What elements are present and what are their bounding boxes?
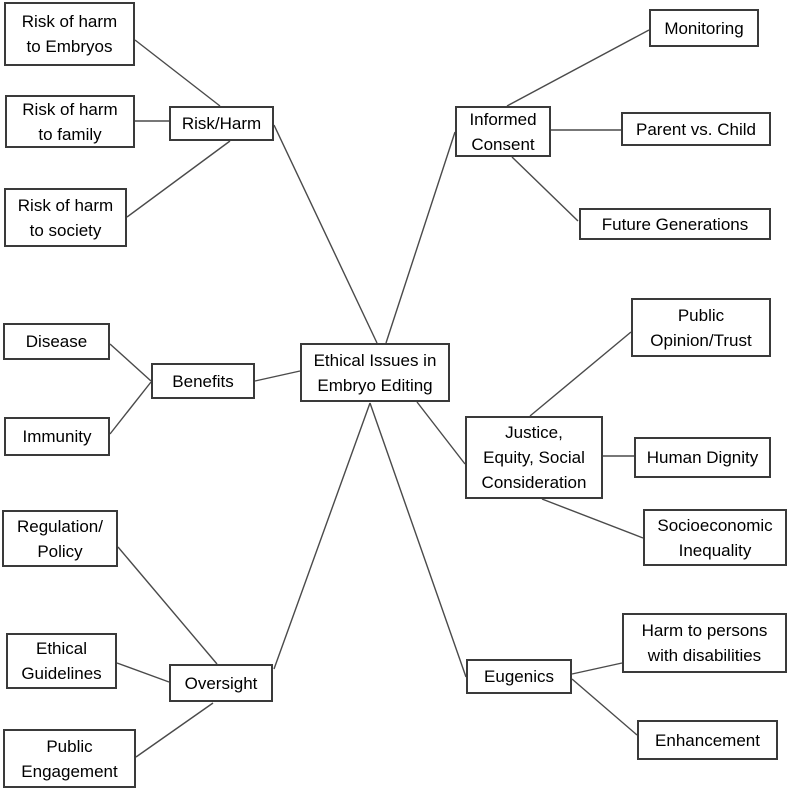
edge-justice-to-public-opinion [529,331,632,417]
node-risk-harm-label-line: Risk/Harm [181,114,262,133]
node-immunity-label-line: Immunity [22,427,92,446]
node-disease-label-line: Disease [25,332,88,351]
node-immunity: Immunity [4,417,110,456]
node-enhancement: Enhancement [637,720,778,760]
edge-justice-to-central [416,401,466,465]
node-public-engagement-label-line: Engagement [21,761,118,781]
node-central: Ethical Issues in Embryo Editing [300,343,450,402]
node-justice-label-line: Justice, [505,423,563,442]
node-future-generations: Future Generations [579,208,771,240]
node-benefits: Benefits [151,363,255,399]
node-regulation-policy: Regulation/Policy [2,510,118,567]
node-regulation-policy-label-line: Policy [37,541,83,561]
edge-eugenics-to-enhancement [571,678,638,736]
edge-informed-consent-to-monitoring [506,29,650,107]
node-future-generations-label-line: Future Generations [601,214,749,234]
edge-risk-embryos-to-risk-harm [134,39,221,107]
node-justice-label-line: Consideration [481,473,587,492]
node-human-dignity-label-line: Human Dignity [646,448,759,467]
node-central-label-line: Embryo Editing [317,375,433,395]
edge-informed-consent-to-future-generations [511,156,579,222]
edge-immunity-to-benefits [109,381,152,435]
edge-eugenics-to-harm-disabilities [571,662,623,675]
node-oversight-label-line: Oversight [184,673,258,693]
node-central-label-line: Ethical Issues in [313,350,437,370]
node-public-opinion-label-line: Public [677,305,725,325]
edge-disease-to-benefits [109,343,152,382]
edge-regulation-policy-to-oversight [117,546,218,665]
node-risk-society-label-line: to society [29,220,102,240]
node-risk-family-label-line: Risk of harm [22,99,118,119]
node-monitoring: Monitoring [649,9,759,47]
node-regulation-policy-label-line: Regulation/ [16,516,103,536]
node-informed-consent-label-line: Informed [469,109,537,129]
node-risk-family-label-line: to family [38,124,102,144]
node-risk-embryos-label-line: Risk of harm [21,12,118,31]
node-public-opinion-label-line: Opinion/Trust [650,330,752,350]
node-human-dignity: Human Dignity [634,437,771,478]
node-enhancement-label-line: Enhancement [655,730,760,750]
node-disease: Disease [3,323,110,360]
node-informed-consent-label-line: Consent [471,134,535,154]
node-ethical-guidelines-label-line: Ethical [35,639,88,658]
edge-benefits-to-central [254,370,301,382]
edge-ethical-guidelines-to-oversight [116,662,170,683]
node-oversight: Oversight [169,664,273,702]
node-risk-society-label-line: Risk of harm [17,195,114,215]
node-harm-disabilities: Harm to persons with disabilities [622,613,787,673]
node-risk-family: Risk of harm to family [5,95,135,148]
edge-public-engagement-to-oversight [135,702,214,758]
node-harm-disabilities-label-line: Harm to persons [641,621,768,640]
edge-oversight-to-central [273,402,371,670]
edge-risk-harm-to-central [273,124,378,344]
node-risk-embryos: Risk of harm to Embryos [4,2,135,66]
node-justice-label-line: Equity, Social [483,448,585,467]
node-socioeconomic-label-line: Socioeconomic [657,515,773,535]
node-ethical-guidelines-label-line: Guidelines [21,664,102,683]
node-harm-disabilities-label-line: with disabilities [647,646,762,665]
node-eugenics: Eugenics [466,659,572,694]
node-benefits-label-line: Benefits [172,371,234,391]
edge-informed-consent-to-central [385,131,456,344]
node-public-engagement-label-line: Public [46,736,93,756]
edge-risk-society-to-risk-harm [126,140,231,218]
node-risk-harm: Risk/Harm [169,106,274,141]
edge-eugenics-to-central [369,402,467,678]
edge-justice-to-socioeconomic [541,498,644,539]
node-parent-vs-child: Parent vs. Child [621,112,771,146]
node-socioeconomic-label-line: Inequality [678,540,752,560]
node-parent-vs-child-label-line: Parent vs. Child [636,119,756,139]
node-risk-society: Risk of harm to society [4,188,127,247]
node-monitoring-label-line: Monitoring [664,18,744,38]
node-risk-embryos-label-line: to Embryos [26,37,113,56]
node-eugenics-label-line: Eugenics [484,667,554,686]
